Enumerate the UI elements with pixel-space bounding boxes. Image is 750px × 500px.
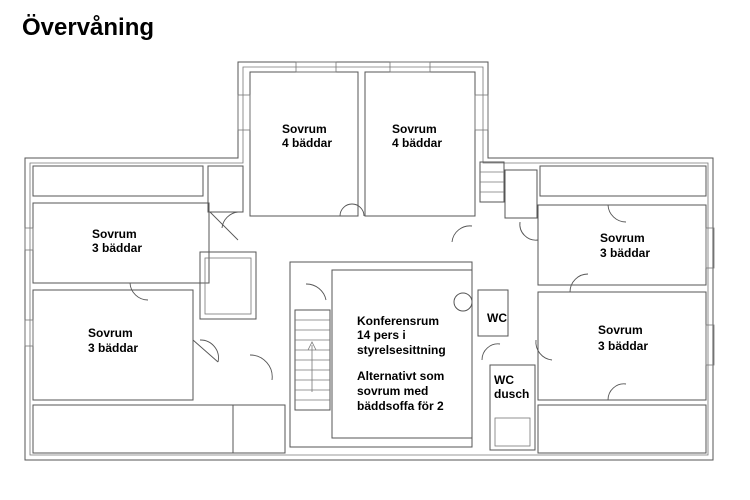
label-wc-dusch: WC dusch (494, 373, 529, 401)
room-line: 3 bäddar (600, 246, 650, 260)
doors (129, 203, 627, 401)
room-line: WC (487, 311, 507, 325)
label-left-bedroom-bottom: Sovrum 3 bäddar (88, 326, 138, 355)
label-right-bedroom-top: Sovrum 3 bäddar (600, 231, 650, 260)
room-line: 14 pers i (357, 328, 406, 342)
floor-title: Övervåning (22, 14, 155, 41)
label-upper-right-bedroom: Sovrum 4 bäddar (392, 122, 442, 150)
room-line: Sovrum (88, 326, 133, 340)
upper-bedrooms (237, 61, 489, 217)
label-upper-left-bedroom: Sovrum 4 bäddar (282, 122, 332, 150)
room-line: 4 bäddar (392, 136, 442, 150)
central-area (289, 261, 473, 448)
room-line: 4 bäddar (282, 136, 332, 150)
room-line: Sovrum (282, 122, 327, 136)
room-line: Sovrum (598, 323, 643, 337)
room-line: Sovrum (600, 231, 645, 245)
room-line: WC (494, 373, 514, 387)
left-rooms (24, 165, 286, 454)
room-line: styrelsesittning (357, 343, 446, 357)
room-line: Konferensrum (357, 314, 439, 328)
room-line: 3 bäddar (92, 241, 142, 255)
room-line: dusch (494, 387, 529, 401)
right-rooms (453, 161, 715, 454)
room-line: 3 bäddar (598, 339, 648, 353)
label-conference-room: Konferensrum 14 pers i styrelsesittning … (357, 314, 449, 413)
room-line: Alternativt som (357, 369, 444, 383)
room-line: 3 bäddar (88, 341, 138, 355)
label-right-bedroom-bottom: Sovrum 3 bäddar (598, 323, 648, 353)
label-wc: WC (487, 311, 507, 325)
room-line: sovrum med (357, 384, 428, 398)
room-line: bäddsoffa för 2 (357, 399, 444, 413)
room-line: Sovrum (92, 227, 137, 241)
label-left-bedroom-top: Sovrum 3 bäddar (92, 227, 142, 255)
room-line: Sovrum (392, 122, 437, 136)
